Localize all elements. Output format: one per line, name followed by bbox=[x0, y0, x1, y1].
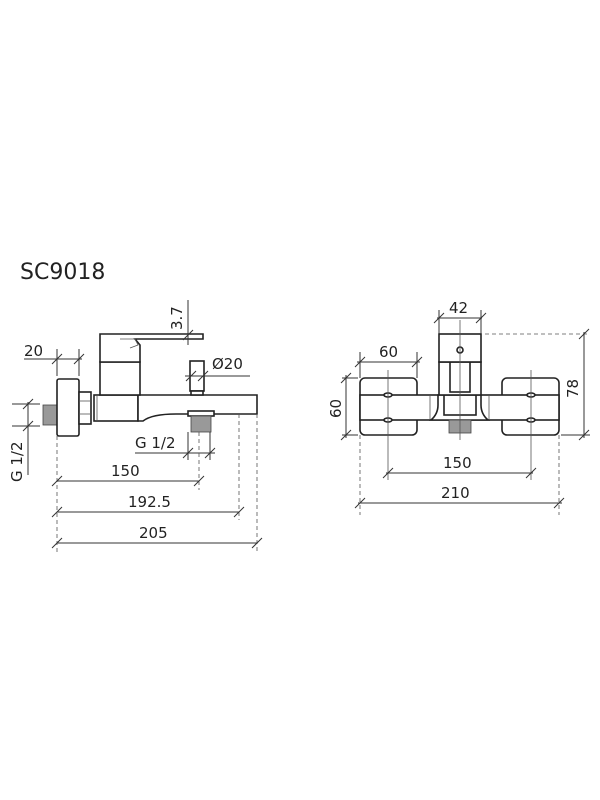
lever-shape bbox=[99, 333, 204, 363]
svg-text:G 1/2: G 1/2 bbox=[135, 434, 176, 452]
svg-text:210: 210 bbox=[441, 484, 470, 502]
svg-text:3.7: 3.7 bbox=[168, 306, 186, 330]
svg-text:150: 150 bbox=[443, 454, 472, 472]
svg-text:150: 150 bbox=[111, 462, 140, 480]
svg-text:205: 205 bbox=[139, 524, 168, 542]
front-view: 42 60 60 78 150 210 bbox=[327, 299, 590, 515]
svg-text:42: 42 bbox=[449, 299, 468, 317]
model-title: SC9018 bbox=[20, 260, 105, 285]
body-shape bbox=[93, 394, 139, 422]
hex-nut-shape bbox=[78, 391, 92, 425]
svg-text:78: 78 bbox=[564, 379, 582, 398]
spout-shape bbox=[137, 394, 258, 422]
svg-text:20: 20 bbox=[24, 342, 43, 360]
side-view: 3.7 20 Ø20 G 1/2 G 1/2 bbox=[8, 300, 263, 552]
svg-text:60: 60 bbox=[327, 399, 345, 418]
inlet-thread-shape bbox=[42, 404, 58, 426]
outlet-thread-shape bbox=[190, 415, 212, 433]
svg-text:Ø20: Ø20 bbox=[212, 355, 243, 373]
svg-text:192.5: 192.5 bbox=[128, 493, 171, 511]
svg-text:G 1/2: G 1/2 bbox=[8, 441, 26, 482]
svg-text:60: 60 bbox=[379, 343, 398, 361]
wall-flange-shape bbox=[56, 378, 80, 437]
cartridge-shape bbox=[99, 361, 141, 396]
